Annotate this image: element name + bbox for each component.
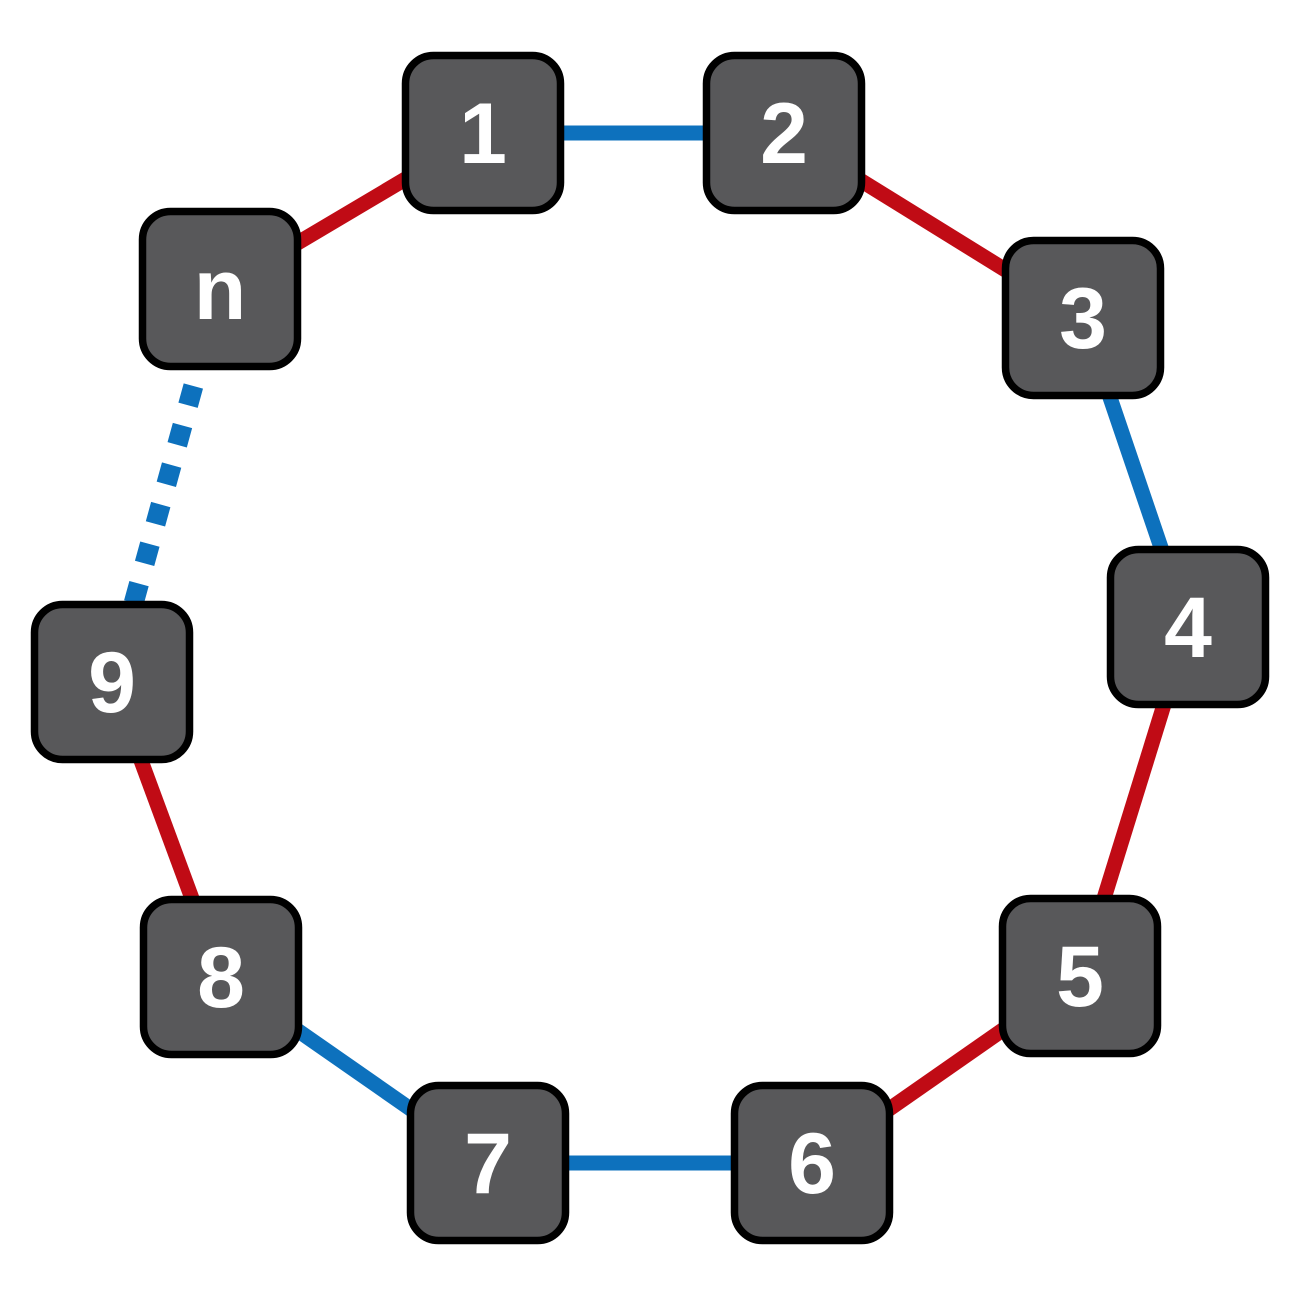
node-label-2: 2 [760, 86, 808, 182]
node-box-5 [998, 894, 1162, 1058]
node-box-8 [139, 895, 303, 1059]
node-box-1 [401, 51, 565, 215]
node-label-7: 7 [464, 1116, 512, 1212]
node-label-n: n [194, 242, 247, 338]
node-6: 6 [730, 1081, 894, 1245]
node-box-4 [1106, 545, 1270, 709]
node-label-6: 6 [788, 1116, 836, 1212]
node-n: n [138, 207, 302, 371]
node-box-7 [406, 1081, 570, 1245]
node-label-1: 1 [459, 86, 507, 182]
node-box-6 [730, 1081, 894, 1245]
node-label-8: 8 [197, 930, 245, 1026]
node-box-9 [30, 600, 194, 764]
node-8: 8 [139, 895, 303, 1059]
node-label-5: 5 [1056, 929, 1104, 1025]
node-5: 5 [998, 894, 1162, 1058]
node-box-3 [1001, 236, 1165, 400]
node-7: 7 [406, 1081, 570, 1245]
node-label-9: 9 [88, 635, 136, 731]
node-box-2 [702, 51, 866, 215]
node-label-3: 3 [1059, 271, 1107, 367]
node-9: 9 [30, 600, 194, 764]
node-3: 3 [1001, 236, 1165, 400]
node-2: 2 [702, 51, 866, 215]
node-label-4: 4 [1164, 580, 1212, 676]
node-box-n [138, 207, 302, 371]
node-1: 1 [401, 51, 565, 215]
node-4: 4 [1106, 545, 1270, 709]
